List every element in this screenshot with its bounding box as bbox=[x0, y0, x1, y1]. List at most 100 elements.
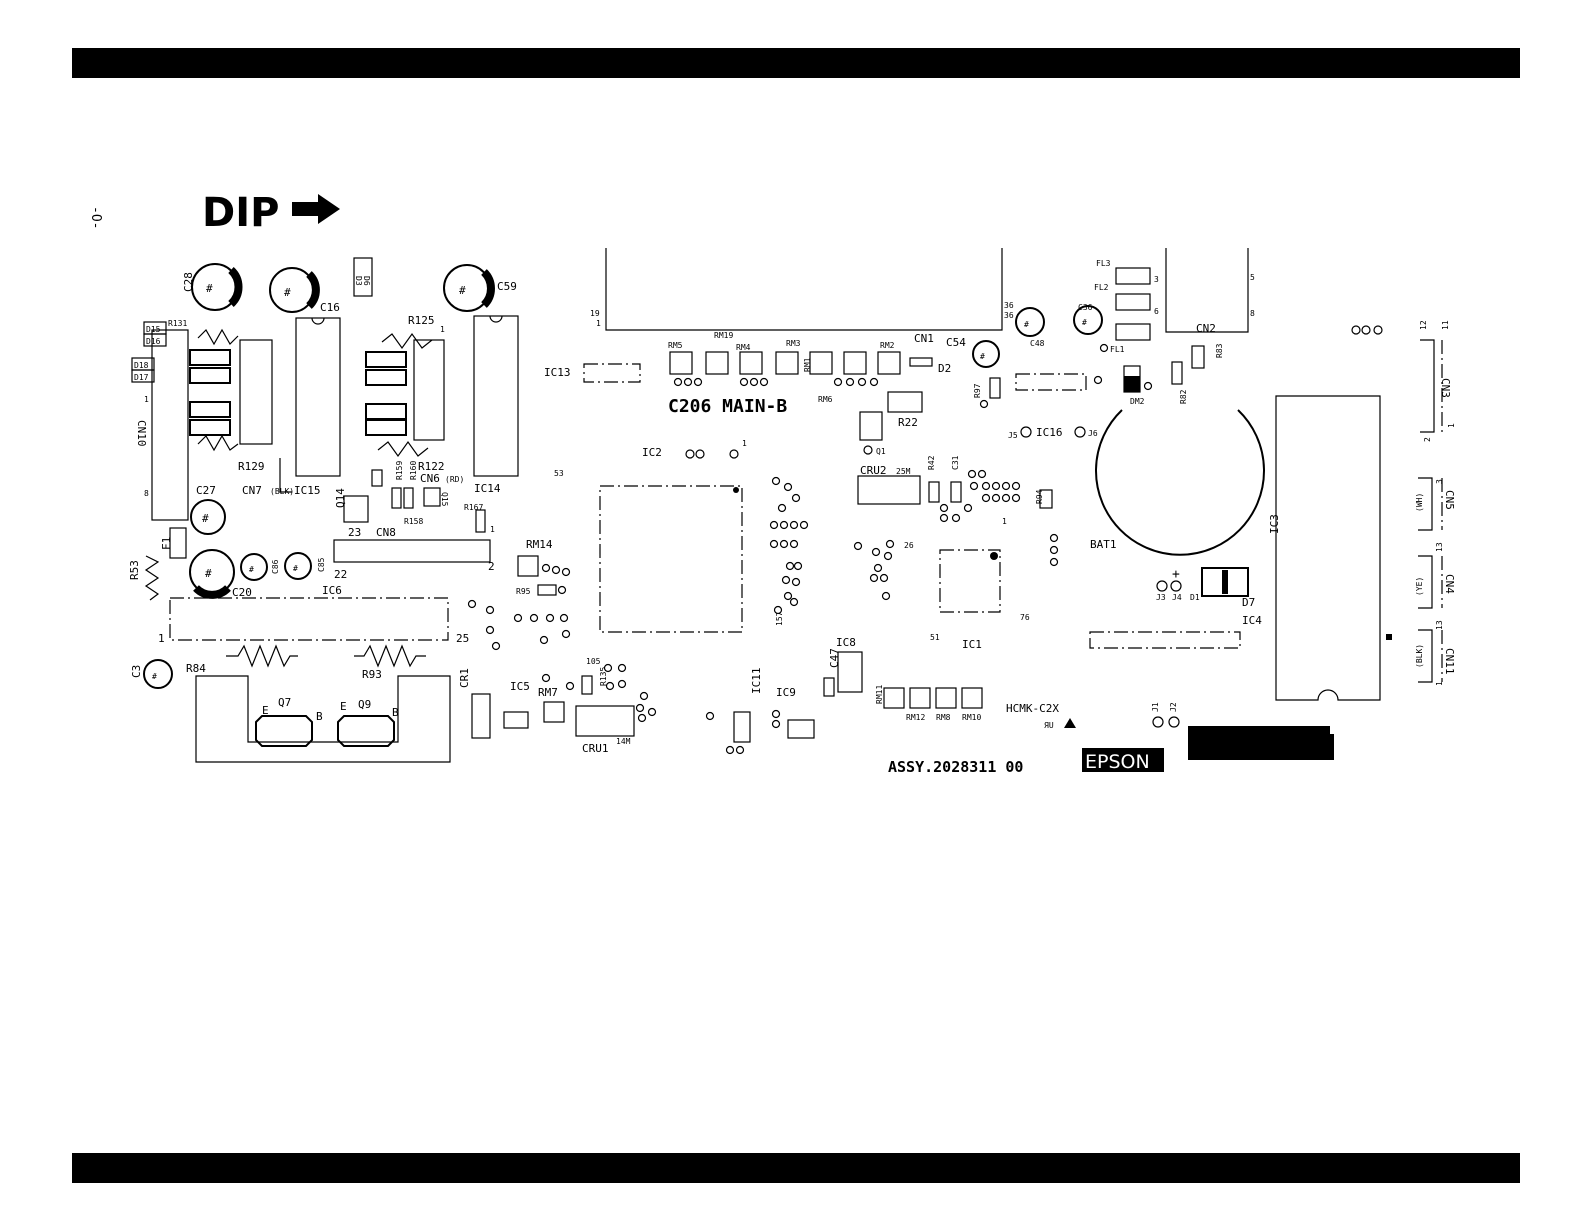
dm2-r82-r83: DM2 R82 R83 bbox=[1123, 343, 1224, 406]
diode-array-d15-d18: D15 D16 R131 D18 D17 bbox=[131, 319, 187, 383]
svg-text:R159: R159 bbox=[395, 461, 404, 480]
connector-cn4: (YE) 13 CN4 bbox=[1415, 542, 1456, 609]
orientation-mark: -O- bbox=[88, 206, 103, 229]
svg-text:IC16: IC16 bbox=[1036, 426, 1063, 439]
capacitor-c3: # C3 bbox=[130, 659, 173, 689]
svg-text:1: 1 bbox=[1447, 423, 1456, 428]
svg-text:1: 1 bbox=[490, 525, 495, 534]
r97-and-row: R97 bbox=[973, 373, 1103, 409]
svg-text:14M: 14M bbox=[616, 737, 631, 746]
svg-text:R22: R22 bbox=[898, 416, 918, 429]
svg-text:(YE): (YE) bbox=[1415, 577, 1424, 596]
svg-text:CN1: CN1 bbox=[914, 332, 934, 345]
svg-text:RM14: RM14 bbox=[526, 538, 553, 551]
svg-text:RM5: RM5 bbox=[668, 341, 683, 350]
svg-text:25M: 25M bbox=[896, 467, 911, 476]
svg-text:53: 53 bbox=[554, 469, 564, 478]
svg-text:#: # bbox=[152, 672, 157, 681]
svg-text:13: 13 bbox=[1435, 542, 1444, 552]
svg-text:J3: J3 bbox=[1156, 593, 1166, 602]
small-parts-q14-q15: Q14 R159 R160 R158 Q15 R167 1 bbox=[334, 461, 495, 534]
board-title: C206 MAIN-B bbox=[668, 396, 787, 417]
svg-text:(WH): (WH) bbox=[1415, 493, 1424, 512]
svg-text:8: 8 bbox=[144, 489, 149, 498]
diode-array-d3-d6: D3 D6 bbox=[353, 257, 373, 297]
svg-text:25: 25 bbox=[456, 632, 469, 645]
svg-text:CN6: CN6 bbox=[420, 472, 440, 485]
svg-text:FL3: FL3 bbox=[1096, 259, 1111, 268]
svg-text:IC9: IC9 bbox=[776, 686, 796, 699]
svg-text:CN7: CN7 bbox=[242, 484, 262, 497]
header-rule bbox=[72, 48, 1520, 78]
resistor-pack-middle: R125 1 R122 bbox=[365, 314, 445, 473]
ic13: IC13 bbox=[544, 363, 641, 383]
connector-cn1-labels: 19 1 36 36 CN1 bbox=[590, 301, 1014, 345]
svg-text:26: 26 bbox=[904, 541, 914, 550]
capacitor-c28: # C28 bbox=[182, 263, 243, 311]
svg-text:J5: J5 bbox=[1008, 431, 1018, 440]
svg-text:D1: D1 bbox=[1190, 593, 1200, 602]
svg-text:C27: C27 bbox=[196, 484, 216, 497]
ic2: IC2 1 53 157 bbox=[554, 439, 784, 633]
svg-text:RM1: RM1 bbox=[803, 357, 812, 372]
svg-text:C48: C48 bbox=[1030, 339, 1045, 348]
svg-text:D3: D3 bbox=[354, 276, 363, 286]
resistors-r84-r93: R84 R93 bbox=[186, 644, 426, 681]
lower-middle-parts: CR1 IC5 RM7 105 R135 CRU1 14M bbox=[458, 657, 657, 755]
svg-text:IC4: IC4 bbox=[1242, 614, 1262, 627]
svg-text:RM2: RM2 bbox=[880, 341, 895, 350]
svg-text:DM2: DM2 bbox=[1130, 397, 1145, 406]
ic14: IC14 bbox=[473, 315, 519, 495]
svg-text:(BLK): (BLK) bbox=[1415, 644, 1424, 668]
svg-text:IC8: IC8 bbox=[836, 636, 856, 649]
capacitor-c59: # C59 bbox=[443, 264, 517, 312]
svg-text:C16: C16 bbox=[320, 301, 340, 314]
svg-text:C47: C47 bbox=[828, 648, 841, 668]
svg-text:Q9: Q9 bbox=[358, 698, 371, 711]
svg-text:R42: R42 bbox=[927, 455, 936, 470]
ic6: IC6 1 25 bbox=[158, 584, 469, 645]
svg-text:J4: J4 bbox=[1172, 593, 1182, 602]
svg-text:23: 23 bbox=[348, 526, 361, 539]
rm-array-bottom: RM11 RM12 RM8 RM10 bbox=[875, 685, 983, 722]
svg-text:B: B bbox=[392, 706, 399, 719]
svg-text:J6: J6 bbox=[1088, 429, 1098, 438]
svg-text:IC1: IC1 bbox=[962, 638, 982, 651]
svg-text:CN4: CN4 bbox=[1443, 574, 1456, 594]
svg-text:RM4: RM4 bbox=[736, 343, 751, 352]
svg-text:#: # bbox=[202, 512, 209, 525]
via-cluster-right-of-cru2 bbox=[939, 469, 1021, 523]
capacitor-c27: # C27 bbox=[190, 484, 226, 535]
transistors-q7-q9: Q7 E B Q9 E B bbox=[195, 675, 451, 763]
ic1: 26 76 51 IC1 bbox=[904, 533, 1059, 651]
svg-text:105: 105 bbox=[586, 657, 601, 666]
svg-text:R84: R84 bbox=[186, 662, 206, 675]
ul-mark-icon: ЯU bbox=[1044, 721, 1054, 730]
diode-d7: D7 bbox=[1201, 567, 1255, 609]
svg-text:R83: R83 bbox=[1215, 343, 1224, 358]
svg-text:RM10: RM10 bbox=[962, 713, 981, 722]
ic16-j5-j6: J5 IC16 J6 bbox=[1008, 426, 1098, 440]
svg-text:(BLK): (BLK) bbox=[270, 487, 294, 496]
svg-text:CRU2: CRU2 bbox=[860, 464, 887, 477]
svg-text:Q7: Q7 bbox=[278, 696, 291, 709]
svg-text:11: 11 bbox=[1441, 320, 1450, 330]
svg-text:#: # bbox=[206, 282, 213, 295]
svg-text:CN5: CN5 bbox=[1443, 490, 1456, 510]
capacitor-c86: # C86 bbox=[240, 553, 280, 581]
svg-text:R53: R53 bbox=[128, 560, 141, 580]
svg-text:C59: C59 bbox=[497, 280, 517, 293]
svg-text:D18: D18 bbox=[134, 361, 149, 370]
svg-text:2: 2 bbox=[488, 560, 495, 573]
svg-text:2: 2 bbox=[1423, 437, 1432, 442]
svg-text:3: 3 bbox=[1435, 479, 1444, 484]
cn2-outline bbox=[1165, 248, 1249, 333]
svg-text:IC15: IC15 bbox=[294, 484, 321, 497]
svg-text:R160: R160 bbox=[409, 461, 418, 480]
svg-text:3: 3 bbox=[1154, 275, 1159, 284]
svg-text:BAT1: BAT1 bbox=[1090, 538, 1117, 551]
r94: R94 1 bbox=[1002, 489, 1053, 526]
pads-top-right bbox=[1351, 325, 1383, 335]
svg-text:R167: R167 bbox=[464, 503, 483, 512]
